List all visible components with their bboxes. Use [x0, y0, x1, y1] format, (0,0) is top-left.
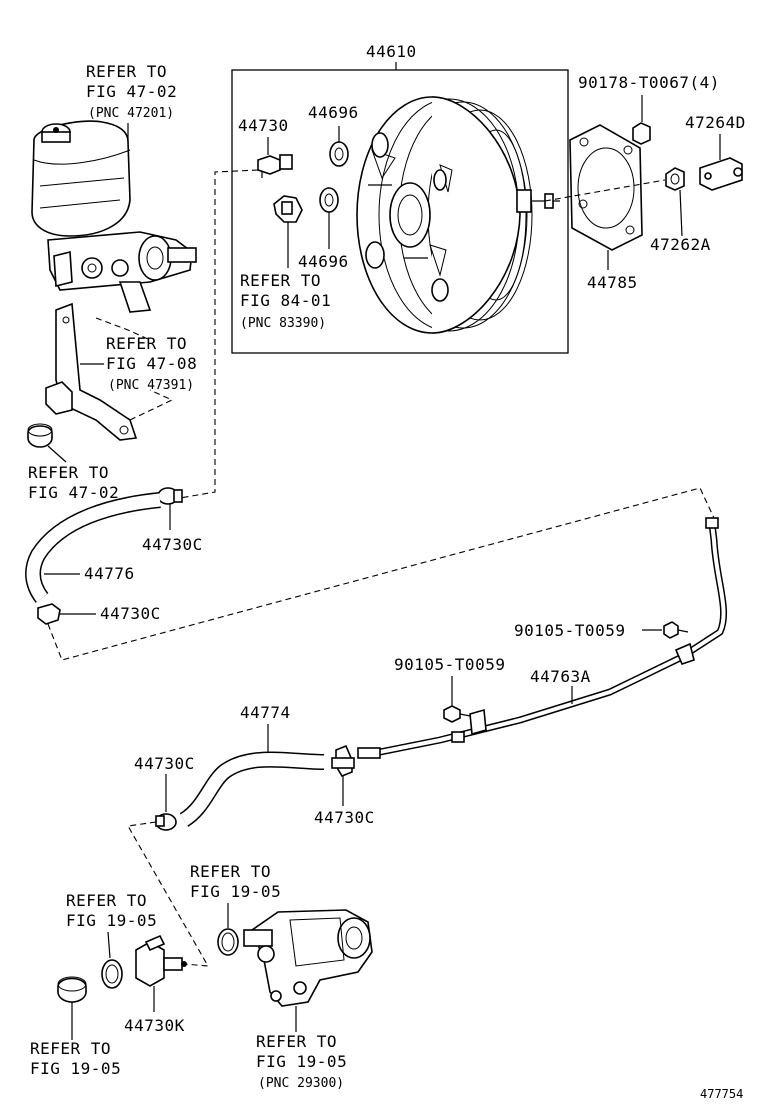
label-hose-clip-left: 44730C [100, 604, 161, 623]
booster-assembly-box [231, 69, 569, 354]
brake-booster [356, 96, 560, 334]
ref-master-cyl-line1: REFER TO [86, 62, 167, 81]
ref-oring-right-line2: FIG 19-05 [190, 882, 281, 901]
hose-clip-left [37, 603, 61, 625]
label-hose-clip-lower-left: 44730C [134, 754, 195, 773]
label-grommet-lower: 44696 [298, 252, 349, 271]
check-valve [257, 154, 293, 178]
booster-nut [632, 122, 651, 145]
ref-oring-left-line2: FIG 19-05 [66, 911, 157, 930]
label-clevis-nut: 47262A [650, 235, 711, 254]
ref-pump-line3: (PNC 29300) [258, 1076, 344, 1091]
ref-sensor-line3: (PNC 83390) [240, 316, 326, 331]
ref-plug-line2: FIG 19-05 [30, 1059, 121, 1078]
hose-clip-lower-left [155, 813, 177, 831]
hose-union [135, 934, 187, 987]
ref-master-cyl-line3: (PNC 47201) [88, 106, 174, 121]
vacuum-hose-upper [25, 492, 161, 603]
ref-bracket-line1: REFER TO [106, 334, 187, 353]
label-grommet-upper: 44696 [308, 103, 359, 122]
master-cylinder-bracket [45, 302, 138, 441]
booster-gasket [569, 124, 643, 251]
ref-pump-line2: FIG 19-05 [256, 1052, 347, 1071]
grommet-upper [329, 141, 349, 167]
label-hose-clip-lower-right: 44730C [314, 808, 375, 827]
hose-clip-lower-right [331, 744, 355, 777]
label-bolt-upper: 90105-T0059 [514, 621, 625, 640]
ref-sensor-line2: FIG 84-01 [240, 291, 331, 310]
vacuum-sensor [273, 195, 303, 223]
bushing [27, 423, 53, 448]
clevis-nut [665, 167, 685, 191]
label-bolt-lower: 90105-T0059 [394, 655, 505, 674]
ref-pump-line1: REFER TO [256, 1032, 337, 1051]
ref-bracket-line2: FIG 47-08 [106, 354, 197, 373]
label-hose-clip-upper: 44730C [142, 535, 203, 554]
hose-clip-upper [157, 487, 183, 505]
ref-bushing-line2: FIG 47-02 [28, 483, 119, 502]
label-hose-lower: 44774 [240, 703, 291, 722]
clevis [699, 157, 743, 191]
ref-bracket-line3: (PNC 47391) [108, 378, 194, 393]
vacuum-hose-lower [179, 751, 325, 827]
vacuum-pipe [357, 517, 727, 759]
ref-oring-left-line1: REFER TO [66, 891, 147, 910]
label-nut: 90178-T0067(4) [578, 73, 720, 92]
label-clevis: 47264D [685, 113, 746, 132]
plug [57, 976, 87, 1003]
label-booster: 44610 [366, 42, 417, 61]
label-union: 44730K [124, 1016, 185, 1035]
ref-plug-line1: REFER TO [30, 1039, 111, 1058]
master-cylinder [31, 120, 197, 313]
label-gasket: 44785 [587, 273, 638, 292]
o-ring-pump [217, 928, 239, 956]
grommet-lower [319, 187, 339, 213]
bolt-lower [443, 705, 471, 723]
bolt-upper [663, 621, 689, 639]
label-vacuum-pipe: 44763A [530, 667, 591, 686]
ref-sensor-line1: REFER TO [240, 271, 321, 290]
diagram-number: 477754 [700, 1087, 743, 1101]
vacuum-pump [243, 909, 373, 1007]
o-ring-union [101, 959, 123, 989]
ref-oring-right-line1: REFER TO [190, 862, 271, 881]
ref-bushing-line1: REFER TO [28, 463, 109, 482]
label-check-valve: 44730 [238, 116, 289, 135]
label-hose-upper: 44776 [84, 564, 135, 583]
ref-master-cyl-line2: FIG 47-02 [86, 82, 177, 101]
